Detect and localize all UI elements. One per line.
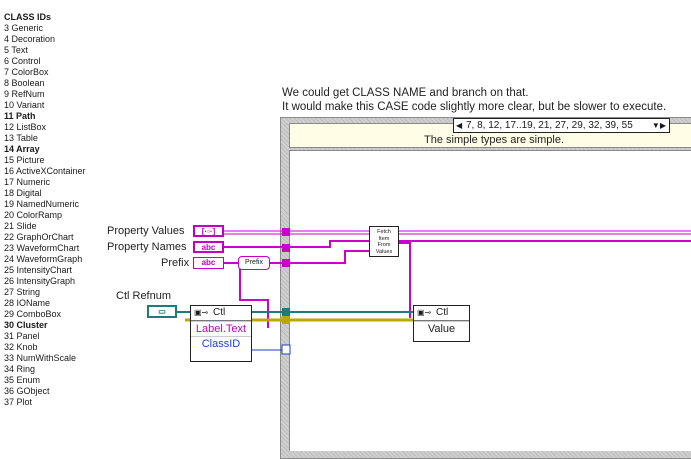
- class-id-item: CLASS IDs: [4, 12, 52, 22]
- case-description: The simple types are simple.: [424, 134, 564, 146]
- refnum-icon: ▭: [158, 307, 166, 316]
- class-id-item: 23 WaveformChart: [4, 243, 80, 253]
- property-values-label: Property Values: [107, 225, 185, 237]
- class-id-item: 7 ColorBox: [4, 67, 49, 77]
- class-id-item: 28 IOName: [4, 298, 51, 308]
- class-id-item: 31 Panel: [4, 331, 40, 341]
- class-id-item: 16 ActiveXContainer: [4, 166, 86, 176]
- class-id-item: 6 Control: [4, 56, 41, 66]
- class-id-item: 37 Plot: [4, 397, 33, 407]
- property-names-label: Property Names: [107, 241, 187, 253]
- class-id-item: 22 GraphOrChart: [4, 232, 74, 242]
- ctl-refnum-label: Ctl Refnum: [116, 290, 172, 302]
- class-id-item: 10 Variant: [4, 100, 45, 110]
- property-values-terminal[interactable]: [·▫·]: [193, 225, 224, 237]
- prefix-terminal[interactable]: abc: [193, 257, 224, 269]
- class-id-item: 13 Table: [4, 133, 38, 143]
- class-id-item: 29 ComboBox: [4, 309, 62, 319]
- class-id-item: 19 NamedNumeric: [4, 199, 80, 209]
- fetch-item-from-values-subvi[interactable]: Fetch Item From Values: [369, 226, 399, 257]
- value-property[interactable]: Value: [414, 321, 469, 336]
- class-id-item: 18 Digital: [4, 188, 42, 198]
- class-id-item: 25 IntensityChart: [4, 265, 73, 275]
- class-id-item: 34 Ring: [4, 364, 36, 374]
- class-id-item: 26 IntensityGraph: [4, 276, 76, 286]
- property-node-left-class: Ctl: [213, 307, 226, 318]
- class-id-item: 17 Numeric: [4, 177, 51, 187]
- class-id-item: 3 Generic: [4, 23, 44, 33]
- case-selector[interactable]: ◀ 7, 8, 12, 17..19, 21, 27, 29, 32, 39, …: [453, 118, 670, 133]
- decrement-arrow-icon[interactable]: ◀: [456, 121, 463, 130]
- class-id-item: 21 Slide: [4, 221, 37, 231]
- fetch-line-3: From: [377, 242, 391, 248]
- fetch-line-4: Values: [375, 248, 393, 255]
- fetch-line-2: Item: [378, 235, 390, 242]
- prefix-constant[interactable]: Prefix: [238, 256, 270, 270]
- case-selector-value: 7, 8, 12, 17..19, 21, 27, 29, 32, 39, 55: [466, 120, 633, 131]
- property-node-right[interactable]: ▣⊸ Ctl Value: [413, 305, 470, 342]
- case-diagram-area[interactable]: [289, 150, 691, 451]
- property-node-left[interactable]: ▣⊸ Ctl Label.Text ClassID: [190, 305, 252, 362]
- comment-line-1: We could get CLASS NAME and branch on th…: [282, 87, 529, 99]
- class-id-item: 35 Enum: [4, 375, 41, 385]
- class-id-item: 32 Knob: [4, 342, 38, 352]
- class-id-item: 36 GObject: [4, 386, 50, 396]
- class-id-item: 5 Text: [4, 45, 28, 55]
- class-id-item: 4 Decoration: [4, 34, 56, 44]
- ctl-refnum-terminal[interactable]: ▭: [147, 305, 177, 318]
- class-id-item: 27 String: [4, 287, 41, 297]
- property-node-right-header: ▣⊸ Ctl: [414, 306, 469, 321]
- comment-line-2: It would make this CASE code slightly mo…: [282, 101, 667, 113]
- class-id-item: 33 NumWithScale: [4, 353, 77, 363]
- fetch-line-1: Fetch: [377, 229, 391, 235]
- dropdown-arrow-icon[interactable]: ▼▶: [651, 121, 666, 130]
- prefix-label: Prefix: [161, 257, 190, 269]
- refnum-key-icon: ▣⊸: [417, 308, 432, 317]
- class-id-item: 24 WaveformGraph: [4, 254, 83, 264]
- class-id-item: 20 ColorRamp: [4, 210, 63, 220]
- class-id-item: 12 ListBox: [4, 122, 47, 132]
- class-id-item: 14 Array: [4, 144, 40, 154]
- class-id-property[interactable]: ClassID: [191, 336, 251, 351]
- property-node-left-header: ▣⊸ Ctl: [191, 306, 251, 321]
- class-id-item: 9 RefNum: [4, 89, 45, 99]
- class-id-item: 30 Cluster: [4, 320, 48, 330]
- property-node-right-class: Ctl: [436, 307, 449, 318]
- class-id-item: 15 Picture: [4, 155, 45, 165]
- class-id-item: 8 Boolean: [4, 78, 45, 88]
- refnum-key-icon: ▣⊸: [194, 308, 209, 317]
- property-names-terminal[interactable]: abc: [193, 241, 224, 253]
- wires: [176, 228, 691, 355]
- class-id-item: 11 Path: [4, 111, 36, 121]
- cluster-icon: [·▫·]: [201, 227, 216, 236]
- label-text-property[interactable]: Label.Text: [191, 321, 251, 336]
